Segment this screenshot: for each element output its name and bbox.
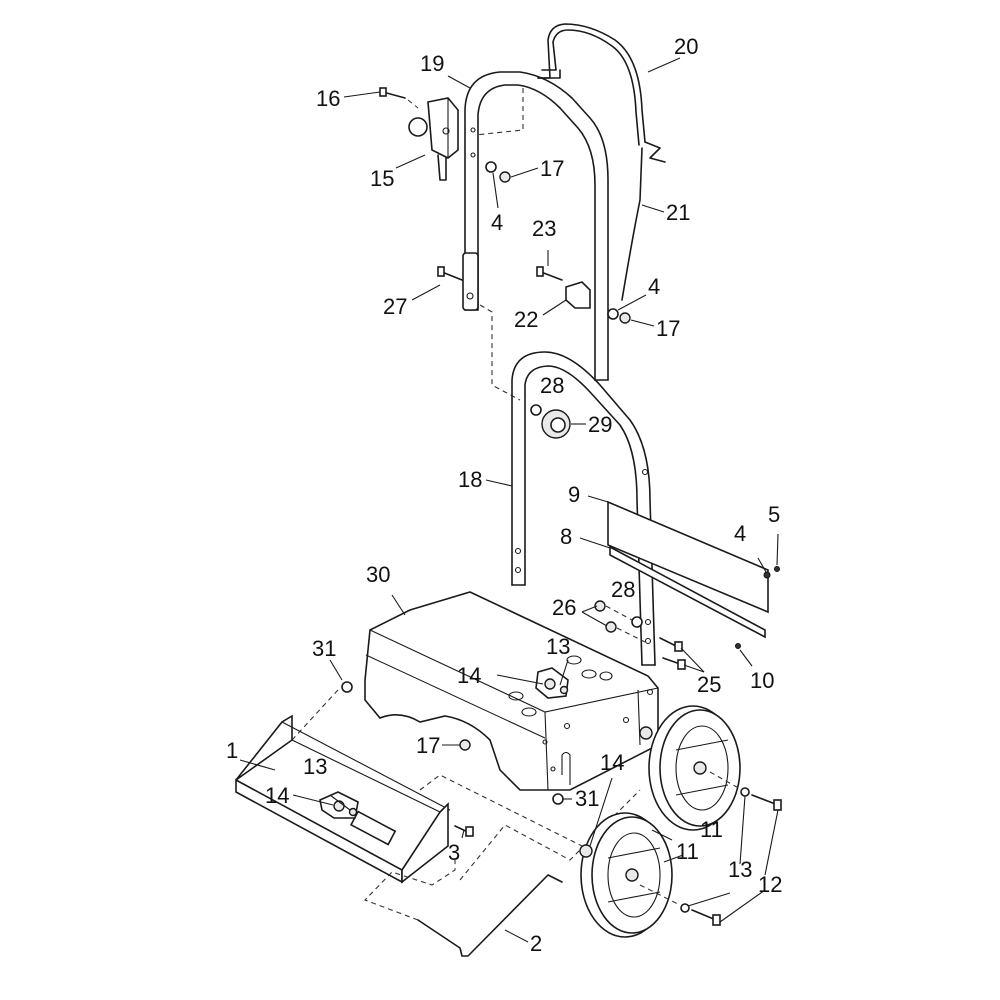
- nut-part-26: [594, 600, 606, 612]
- base-plate-part-1: [235, 714, 451, 884]
- lower-handle-part-18: [511, 351, 656, 666]
- washer-part-31: [552, 793, 564, 805]
- callout-4: 4: [734, 521, 746, 546]
- bolt-part-27: [437, 266, 463, 281]
- guide-line: [709, 771, 743, 791]
- bolt-part-12: [691, 794, 782, 926]
- bracket-part-8: [609, 545, 766, 639]
- callout-26: 26: [552, 595, 576, 620]
- control-bail-part-20: [537, 23, 666, 163]
- callout-28: 28: [611, 577, 635, 602]
- callout-13: 13: [728, 857, 752, 882]
- washer-part-28: [530, 404, 542, 416]
- callout-1: 1: [226, 738, 238, 763]
- washer-part-28: [631, 616, 643, 628]
- callout-31: 31: [312, 636, 336, 661]
- bracket-part-22: [565, 281, 591, 309]
- screw-part-10: [735, 643, 741, 649]
- callout-11: 11: [700, 817, 723, 842]
- callout-labels: 16 19 20 15 4 17 21 23 27 22 4 17 28 29 …: [226, 34, 782, 956]
- nut-part-17: [619, 312, 631, 324]
- callout-14: 14: [600, 750, 624, 775]
- callout-14: 14: [265, 783, 289, 808]
- nut-part-14: [639, 726, 653, 740]
- bolt-part-3: [454, 825, 474, 837]
- callout-31: 31: [575, 786, 599, 811]
- callout-12: 12: [758, 872, 782, 897]
- plate-part-9: [607, 500, 769, 614]
- callout-8: 8: [560, 524, 572, 549]
- callout-4: 4: [491, 210, 503, 235]
- callout-13: 13: [546, 634, 570, 659]
- guide-line: [639, 884, 681, 906]
- guide-line: [474, 88, 524, 136]
- washer-part-4: [763, 571, 771, 579]
- callout-5: 5: [768, 502, 780, 527]
- washer-part-4: [485, 161, 497, 173]
- upper-handle-part-19: [462, 71, 609, 381]
- guide-line: [605, 605, 633, 621]
- guide-line: [364, 860, 456, 921]
- bolt-part-25: [659, 637, 686, 670]
- callout-2: 2: [530, 931, 542, 956]
- axle-part-2: [417, 874, 563, 957]
- control-box-part-15: [408, 97, 459, 181]
- callout-23: 23: [532, 216, 556, 241]
- callout-17: 17: [540, 156, 564, 181]
- callout-3: 3: [448, 840, 460, 865]
- callout-25: 25: [697, 672, 721, 697]
- guide-line: [407, 99, 419, 109]
- guide-line: [459, 789, 641, 881]
- engine-housing-part-30: [364, 591, 659, 791]
- nut-part-17: [459, 739, 471, 751]
- callout-13: 13: [303, 754, 327, 779]
- callout-11: 11: [676, 839, 699, 864]
- callout-17: 17: [416, 733, 440, 758]
- guide-line: [419, 774, 591, 851]
- guide-line: [479, 304, 521, 401]
- callout-10: 10: [750, 668, 774, 693]
- callout-22: 22: [514, 307, 538, 332]
- nut-part-17: [499, 171, 511, 183]
- wheel-part-11: [580, 812, 673, 938]
- screw-part-5: [774, 566, 780, 572]
- callout-20: 20: [674, 34, 698, 59]
- callout-9: 9: [568, 482, 580, 507]
- callout-4: 4: [648, 274, 660, 299]
- callout-14: 14: [457, 663, 481, 688]
- bolt-part-23: [536, 266, 563, 281]
- bolt-part-16: [379, 87, 406, 99]
- callout-17: 17: [656, 316, 680, 341]
- callout-15: 15: [370, 166, 394, 191]
- callout-16: 16: [316, 86, 340, 111]
- nut-part-14: [579, 844, 593, 858]
- callout-27: 27: [383, 294, 407, 319]
- leader-lines: [239, 57, 779, 943]
- callout-30: 30: [366, 562, 390, 587]
- callout-28: 28: [540, 373, 564, 398]
- callout-19: 19: [420, 51, 444, 76]
- nut-part-26: [605, 621, 617, 633]
- washer-part-13: [680, 903, 690, 913]
- cable-part-21: [621, 147, 643, 301]
- washer-part-4: [607, 308, 619, 320]
- guide-line: [291, 689, 339, 741]
- callout-21: 21: [666, 200, 690, 225]
- callout-29: 29: [588, 412, 612, 437]
- washer-part-31: [341, 681, 353, 693]
- knob-part-29: [541, 409, 571, 439]
- washer-part-13: [740, 787, 750, 797]
- wheel-part-11: [648, 705, 741, 831]
- callout-18: 18: [458, 467, 482, 492]
